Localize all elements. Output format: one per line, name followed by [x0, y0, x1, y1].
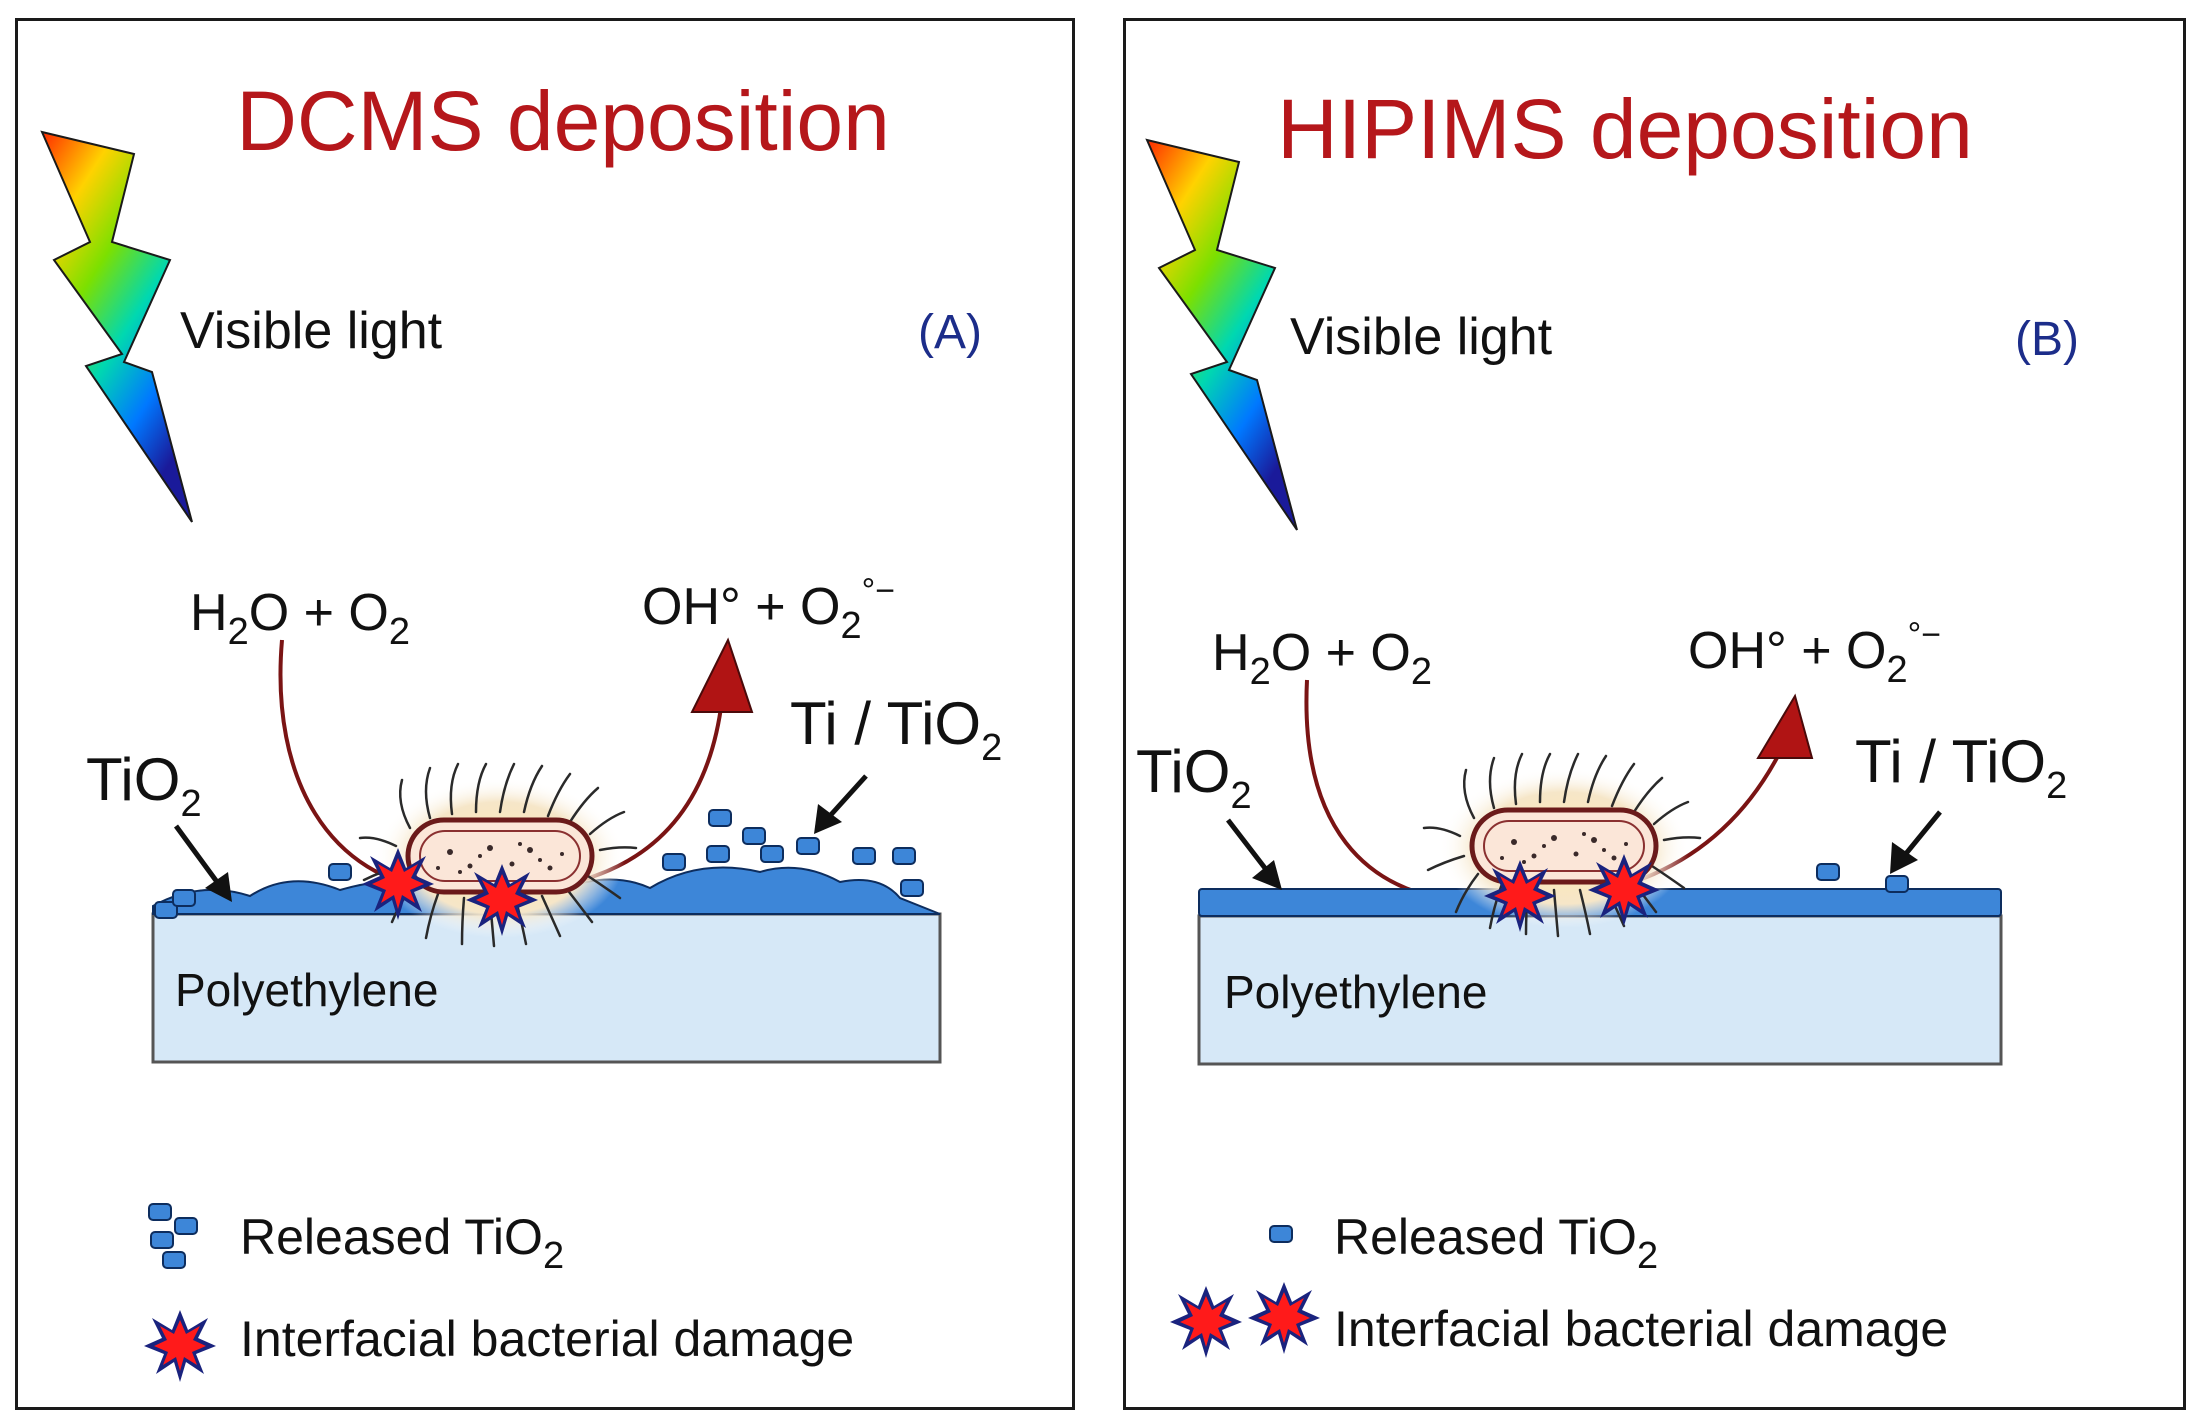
ti-tio2-label: Ti / TiO2 — [1855, 728, 2067, 807]
legend-damage-label: Interfacial bacterial damage — [240, 1311, 854, 1367]
particle-icon — [172, 889, 196, 907]
reactants-label: H2O + O2 — [190, 584, 410, 653]
particle-icon — [742, 827, 766, 845]
ti-tio2-pointer — [1902, 810, 1942, 858]
visible-light-label: Visible light — [1290, 308, 1553, 366]
ti-tio2-pointer-head — [1890, 842, 1918, 874]
ti-tio2-pointer — [826, 774, 868, 820]
legend-damage-label: Interfacial bacterial damage — [1334, 1301, 1948, 1357]
particle-icon — [852, 847, 876, 865]
legend-released-label: Released TiO2 — [240, 1209, 564, 1277]
polyethylene-label: Polyethylene — [175, 964, 438, 1016]
legend-a: Released TiO2 Interfacial bacterial dama… — [144, 1203, 854, 1382]
particle-icon — [760, 845, 784, 863]
panel-a-title: DCMS deposition — [236, 74, 890, 168]
tio2-pointer — [173, 824, 223, 888]
panel-a-content: DCMS deposition (A) Visible light H2O + … — [41, 74, 1002, 1382]
particle-icon — [162, 1251, 186, 1269]
legend-released-label: Released TiO2 — [1334, 1209, 1658, 1277]
products-label: OH° + O2°− — [1688, 616, 1941, 691]
particle-icon — [150, 1231, 174, 1249]
ti-tio2-pointer-head — [814, 804, 842, 834]
particle-icon — [796, 837, 820, 855]
particle-icon — [328, 863, 352, 881]
particle-icon — [1269, 1225, 1293, 1243]
tio2-pointer-head — [205, 872, 232, 902]
arrow-head — [690, 637, 754, 713]
lightning-bolt-icon — [41, 131, 193, 523]
panel-b-title: HIPIMS deposition — [1277, 82, 1973, 176]
particle-icon — [1885, 875, 1909, 893]
products-label: OH° + O2°− — [642, 572, 895, 647]
tio2-pointer — [1226, 818, 1270, 874]
particle-icon — [900, 879, 924, 897]
polyethylene-label: Polyethylene — [1224, 966, 1487, 1018]
arrow-head — [1756, 693, 1814, 759]
particle-icon — [892, 847, 916, 865]
panel-b-label: (B) — [2015, 313, 2079, 366]
panel-b-content: HIPIMS deposition (B) Visible light H2O … — [1136, 82, 2079, 1358]
particle-icon — [174, 1217, 198, 1235]
lightning-bolt-icon — [1146, 139, 1298, 531]
particle-icon — [706, 845, 730, 863]
ti-tio2-label: Ti / TiO2 — [790, 690, 1002, 769]
panel-a-label: (A) — [918, 306, 982, 359]
damage-star-icon — [1248, 1282, 1320, 1354]
polyethylene-substrate — [1197, 914, 2003, 1066]
particle-icon — [148, 1203, 172, 1221]
particle-icon — [1816, 863, 1840, 881]
tio2-label: TiO2 — [1136, 738, 1252, 817]
visible-light-label: Visible light — [180, 302, 443, 360]
panel-dcms — [15, 18, 1075, 1410]
tio2-label: TiO2 — [86, 746, 202, 825]
tio2-pointer-head — [1252, 860, 1282, 890]
legend-b: Released TiO2 Interfacial bacterial dama… — [1170, 1209, 1948, 1358]
particle-icon — [708, 809, 732, 827]
damage-star-icon — [144, 1310, 216, 1382]
reactants-label: H2O + O2 — [1212, 624, 1432, 693]
panel-hipims — [1123, 18, 2186, 1410]
particle-icon — [662, 853, 686, 871]
damage-star-icon — [1170, 1286, 1242, 1358]
